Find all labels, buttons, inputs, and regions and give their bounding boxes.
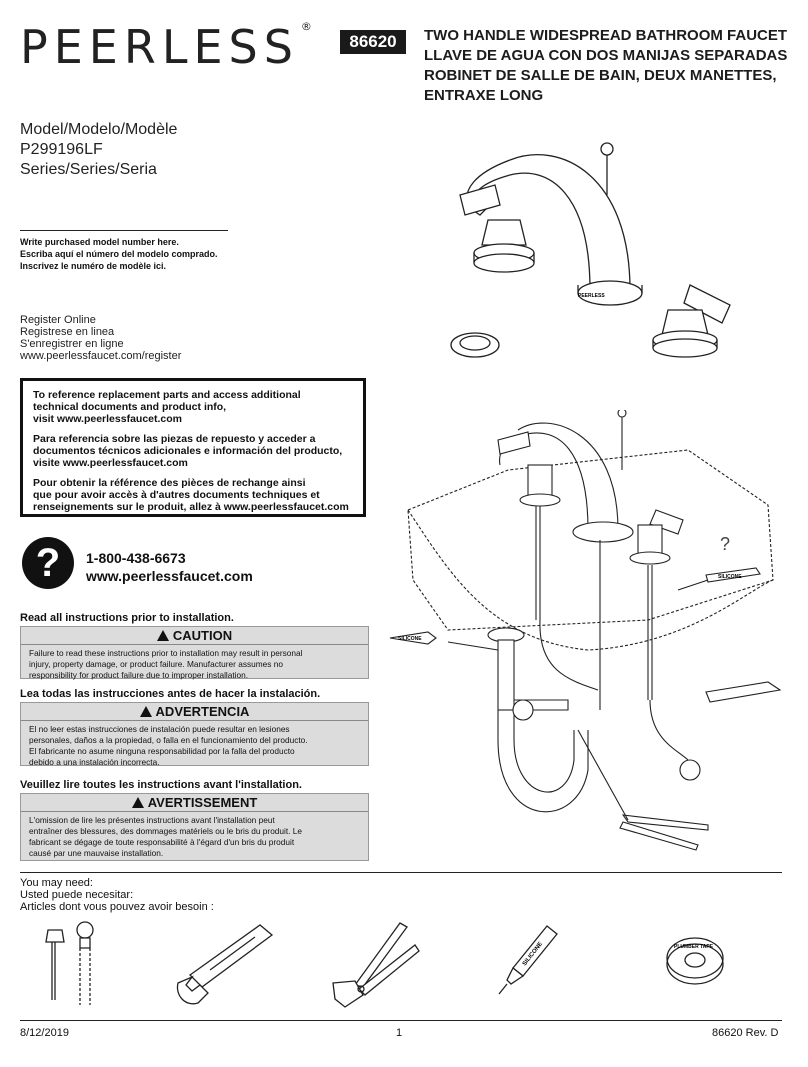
- silicone-tube-icon: SILICONE: [498, 925, 558, 995]
- faucet-brand-mark: PEERLESS: [578, 293, 605, 299]
- title-fr-line1: ROBINET DE SALLE DE BAIN, DEUX MANETTES,: [424, 67, 777, 84]
- read-instructions-es: Lea todas las instrucciones antes de hac…: [20, 688, 321, 700]
- footer-page-number: 1: [396, 1027, 403, 1039]
- avertissement-body: L'omission de lire les présentes instruc…: [29, 815, 303, 858]
- footer-divider: [20, 1020, 782, 1021]
- advertencia-box: ADVERTENCIA El no leer estas instruccion…: [20, 702, 369, 767]
- avertissement-box: AVERTISSEMENT L'omission de lire les pré…: [20, 793, 369, 861]
- read-instructions-fr: Veuillez lire toutes les instructions av…: [20, 779, 302, 791]
- plumber-tape-label: PLUMBER TAPE: [674, 944, 714, 950]
- reference-fr: Pour obtenir la référence des pièces de …: [33, 477, 349, 513]
- reference-en: To reference replacement parts and acces…: [33, 389, 301, 425]
- write-model-text: Write purchased model number here. Escri…: [20, 236, 218, 272]
- caution-box: CAUTION Failure to read these instructio…: [20, 626, 369, 680]
- silicone-label-left: SILICONE: [398, 636, 422, 642]
- warning-icon: [156, 630, 169, 641]
- title-es: LLAVE DE AGUA CON DOS MANIJAS SEPARADAS: [424, 47, 788, 64]
- advertencia-header: ADVERTENCIA: [21, 703, 368, 721]
- register-en: Register Online: [20, 314, 96, 326]
- pliers-icon: [332, 922, 420, 1008]
- register-online: Register Online Registrese en linea S'en…: [20, 314, 181, 362]
- write-model-fr: Inscrivez le numéro de modèle ici.: [20, 261, 167, 271]
- product-title: TWO HANDLE WIDESPREAD BATHROOM FAUCET LL…: [424, 26, 804, 106]
- write-model-line: [20, 230, 228, 231]
- question-icon: ?: [22, 537, 74, 589]
- warning-icon: [139, 706, 152, 717]
- brand-logo: PEERLESS®: [20, 20, 312, 74]
- tools-divider: [20, 872, 782, 873]
- contact-info: 1-800-438-6673 www.peerlessfaucet.com: [86, 549, 253, 585]
- reference-box: To reference replacement parts and acces…: [20, 378, 366, 517]
- warning-icon: [131, 797, 144, 808]
- footer-doc-revision: 86620 Rev. D: [712, 1027, 779, 1039]
- tools-needed-heading: You may need: Usted puede necesitar: Art…: [20, 877, 214, 913]
- adjustable-wrench-icon: [176, 924, 274, 1005]
- title-fr-line2: ENTRAXE LONG: [424, 87, 544, 104]
- need-en: You may need:: [20, 877, 93, 889]
- phone-number[interactable]: 1-800-438-6673: [86, 550, 186, 566]
- write-model-en: Write purchased model number here.: [20, 237, 179, 247]
- register-fr: S'enregistrer en ligne: [20, 338, 124, 350]
- read-instructions-en: Read all instructions prior to installat…: [20, 612, 234, 624]
- need-es: Usted puede necesitar:: [20, 889, 134, 901]
- series-label: Series/Series/Seria: [20, 161, 157, 178]
- installation-illustration: ? SILICONE SILICONE: [389, 410, 782, 851]
- model-number-badge: 86620: [340, 30, 406, 54]
- silicone-label-right: SILICONE: [718, 574, 742, 580]
- need-fr: Articles dont vous pouvez avoir besoin :: [20, 901, 214, 913]
- faucet-product-illustration: PEERLESS: [450, 142, 731, 358]
- register-es: Registrese en linea: [20, 326, 115, 338]
- title-en: TWO HANDLE WIDESPREAD BATHROOM FAUCET: [424, 27, 788, 44]
- footer-date: 8/12/2019: [20, 1027, 69, 1039]
- website-link[interactable]: www.peerlessfaucet.com: [86, 568, 253, 584]
- write-model-es: Escriba aquí el número del modelo compra…: [20, 249, 218, 259]
- supply-hose-icon: [45, 921, 94, 1005]
- model-label: Model/Modelo/Modèle: [20, 121, 178, 138]
- plumber-tape-icon: PLUMBER TAPE: [666, 937, 724, 985]
- model-info: Model/Modelo/Modèle P299196LF Series/Ser…: [20, 120, 177, 180]
- avertissement-header: AVERTISSEMENT: [21, 794, 368, 812]
- model-number: P299196LF: [20, 141, 103, 158]
- advertencia-body: El no leer estas instrucciones de instal…: [29, 724, 308, 767]
- caution-body: Failure to read these instructions prior…: [29, 648, 303, 680]
- question-hint-icon: ?: [720, 534, 730, 554]
- reference-es: Para referencia sobre las piezas de repu…: [33, 433, 343, 469]
- caution-header: CAUTION: [21, 627, 368, 645]
- register-url[interactable]: www.peerlessfaucet.com/register: [20, 350, 182, 362]
